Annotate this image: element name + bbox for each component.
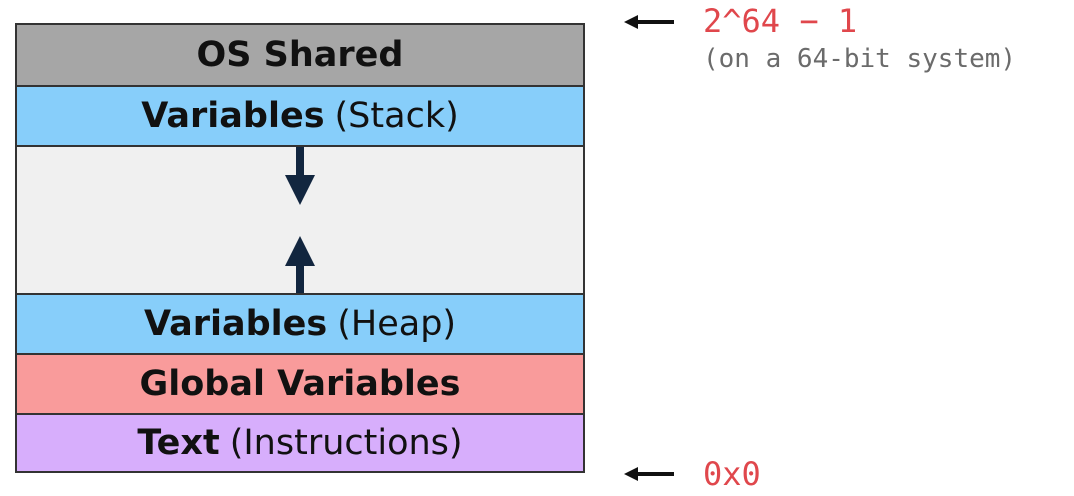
heap-growth-up-arrow [285, 236, 315, 295]
heap-label-sub: (Heap) [337, 304, 457, 344]
free-space-region [17, 145, 583, 295]
stack-label-sub: (Stack) [334, 96, 459, 136]
text-region: Text (Instructions) [17, 413, 583, 471]
global-variables-region: Global Variables [17, 353, 583, 413]
heap-region: Variables (Heap) [17, 293, 583, 353]
stack-region: Variables (Stack) [17, 85, 583, 145]
text-label-bold: Text [137, 423, 220, 463]
heap-label-bold: Variables [143, 304, 328, 344]
global-variables-label: Global Variables [139, 364, 461, 404]
bottom-address-value: 0x0 [703, 455, 761, 493]
stack-label-bold: Variables [141, 96, 325, 136]
top-address-note: (on a 64-bit system) [703, 44, 1017, 74]
os-shared-region: OS Shared [17, 25, 583, 85]
memory-layout-diagram: OS Shared Variables (Stack) Variables (H… [15, 23, 585, 473]
text-label-sub: (Instructions) [229, 423, 463, 463]
stack-growth-down-arrow [285, 147, 315, 205]
top-address-value: 2^64 − 1 [703, 2, 858, 40]
top-address-pointer-arrow [624, 15, 674, 29]
bottom-address-pointer-arrow [624, 467, 674, 481]
os-shared-label: OS Shared [196, 35, 404, 75]
